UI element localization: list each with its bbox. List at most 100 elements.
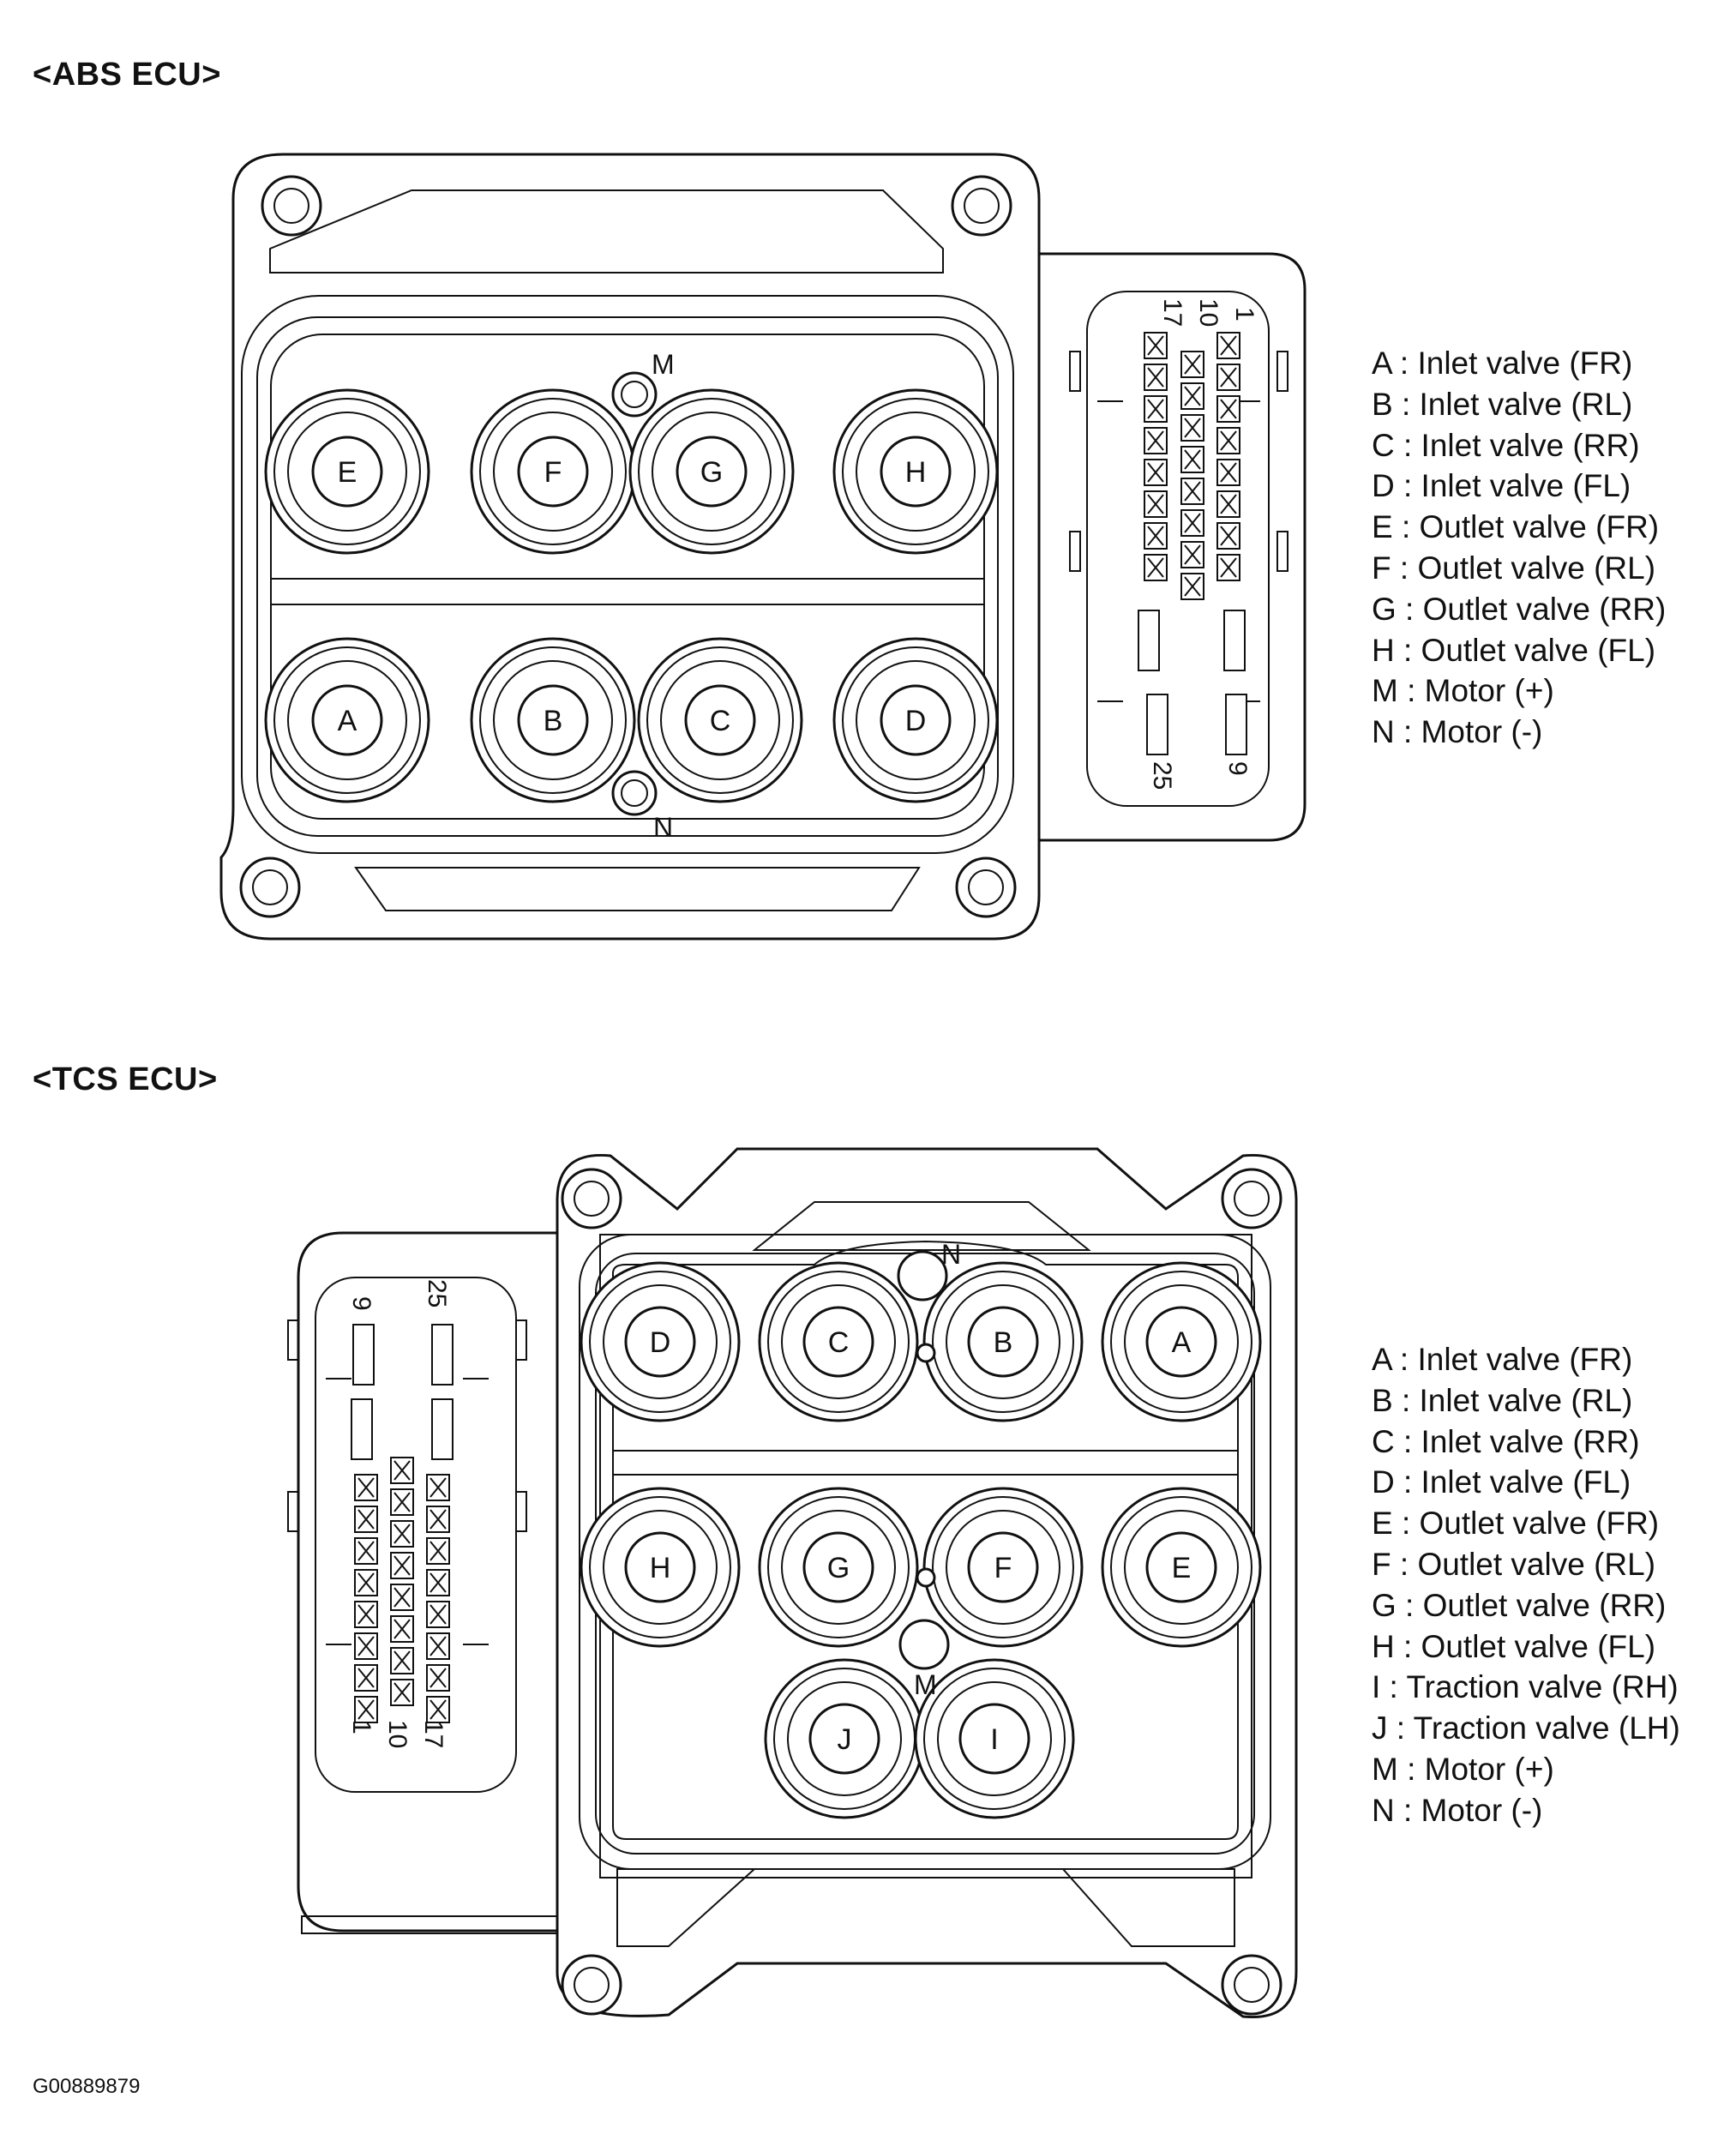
tcs-legend-item: A : Inlet valve (FR) — [1372, 1342, 1633, 1377]
tcs-valve-F-label: F — [994, 1552, 1012, 1584]
abs-legend-item: C : Inlet valve (RR) — [1372, 427, 1640, 463]
tcs-legend-item: J : Traction valve (LH) — [1372, 1710, 1680, 1746]
tcs-legend-item: B : Inlet valve (RL) — [1372, 1382, 1633, 1418]
abs-legend-item: E : Outlet valve (FR) — [1372, 509, 1660, 545]
abs-connector-pin — [1180, 382, 1204, 410]
tcs-pin-label: 10 — [383, 1720, 411, 1748]
abs-valve-B-label: B — [544, 705, 563, 737]
tcs-valve-A: A — [1101, 1261, 1262, 1422]
tcs-connector-pin — [354, 1506, 378, 1533]
tcs-valve-I: I — [914, 1658, 1075, 1819]
abs-connector-pin — [1216, 395, 1240, 423]
tcs-valve-E-label: E — [1172, 1552, 1192, 1584]
abs-connector-pin — [1216, 459, 1240, 486]
tcs-legend-item: D : Inlet valve (FL) — [1372, 1464, 1631, 1500]
tcs-motor-plus-label: M — [914, 1669, 937, 1700]
abs-valve-E: E — [264, 388, 430, 555]
abs-connector-pin — [1180, 573, 1204, 600]
tcs-valve-F: F — [922, 1487, 1084, 1648]
abs-valve-C-label: C — [710, 705, 731, 737]
tcs-connector-pin — [426, 1664, 450, 1692]
abs-legend-item: B : Inlet valve (RL) — [1372, 386, 1633, 422]
abs-valve-A-label: A — [338, 705, 357, 737]
abs-valve-H-label: H — [905, 456, 927, 489]
tcs-connector-pin — [354, 1696, 378, 1723]
tcs-valve-E: E — [1101, 1487, 1262, 1648]
tcs-valve-D-label: D — [650, 1326, 671, 1359]
tcs-connector-pin — [390, 1552, 414, 1579]
tcs-valve-C-label: C — [828, 1326, 850, 1359]
abs-pin-label: 17 — [1158, 298, 1186, 327]
abs-valve-D: D — [832, 637, 999, 803]
abs-valve-A: A — [264, 637, 430, 803]
tcs-connector-pin — [354, 1537, 378, 1565]
tcs-valve-B-label: B — [994, 1326, 1013, 1359]
abs-legend-item: A : Inlet valve (FR) — [1372, 346, 1633, 381]
abs-connector: 17 10 1 25 9 — [1010, 252, 1307, 842]
abs-connector-pin — [1216, 427, 1240, 454]
abs-legend: A : Inlet valve (FR) B : Inlet valve (RL… — [1372, 343, 1666, 753]
abs-motor-plus-label: M — [652, 349, 675, 380]
tcs-connector-pin — [390, 1488, 414, 1516]
abs-legend-item: N : Motor (-) — [1372, 714, 1543, 750]
abs-valve-E-label: E — [338, 456, 357, 489]
tcs-connector-pin — [354, 1474, 378, 1501]
abs-connector-pin — [1216, 554, 1240, 581]
tcs-valve-J-label: J — [838, 1723, 852, 1756]
abs-legend-item: F : Outlet valve (RL) — [1372, 550, 1656, 586]
abs-connector-pin — [1144, 395, 1168, 423]
tcs-legend-item: C : Inlet valve (RR) — [1372, 1423, 1640, 1459]
abs-valve-H: H — [832, 388, 999, 555]
tcs-connector-pin — [390, 1647, 414, 1674]
tcs-pin-label: 1 — [347, 1720, 375, 1734]
abs-legend-item: D : Inlet valve (FL) — [1372, 468, 1631, 504]
tcs-valve-A-label: A — [1172, 1326, 1192, 1359]
tcs-valve-H: H — [580, 1487, 741, 1648]
tcs-legend-item: H : Outlet valve (FL) — [1372, 1628, 1656, 1664]
abs-connector-pin — [1216, 490, 1240, 518]
abs-pin-label: 25 — [1148, 761, 1176, 790]
abs-connector-pin — [1216, 332, 1240, 359]
tcs-valve-G-label: G — [827, 1552, 850, 1584]
tcs-section-title: <TCS ECU> — [33, 1061, 218, 1097]
tcs-ecu-drawing: 9 25 1 10 17 D C B A H G F E J I — [287, 1147, 1298, 2019]
tcs-valve-C: C — [758, 1261, 919, 1422]
abs-connector-pin — [1180, 351, 1204, 378]
abs-connector-pin — [1144, 427, 1168, 454]
tcs-connector-pin — [426, 1569, 450, 1596]
tcs-connector-pin — [390, 1520, 414, 1548]
figure-id: G00889879 — [33, 2075, 141, 2098]
tcs-connector-pin — [354, 1569, 378, 1596]
abs-connector-pin — [1180, 509, 1204, 537]
tcs-connector-pin — [426, 1506, 450, 1533]
abs-connector-pin — [1180, 541, 1204, 568]
abs-valve-F-label: F — [544, 456, 562, 489]
abs-valve-B: B — [470, 637, 636, 803]
tcs-legend-item: M : Motor (+) — [1372, 1751, 1554, 1787]
abs-legend-item: M : Motor (+) — [1372, 673, 1554, 709]
tcs-connector-pin — [426, 1601, 450, 1628]
tcs-legend: A : Inlet valve (FR) B : Inlet valve (RL… — [1372, 1339, 1680, 1831]
tcs-connector-pin — [390, 1457, 414, 1484]
tcs-connector-pin — [390, 1615, 414, 1643]
tcs-connector-pin — [426, 1696, 450, 1723]
tcs-connector-pin — [390, 1584, 414, 1611]
abs-connector-pin — [1144, 490, 1168, 518]
tcs-legend-item: N : Motor (-) — [1372, 1792, 1543, 1828]
abs-connector-pin — [1144, 332, 1168, 359]
tcs-valve-B: B — [922, 1261, 1084, 1422]
tcs-pin-label: 25 — [423, 1279, 451, 1307]
abs-connector-pin — [1144, 522, 1168, 550]
tcs-valve-body: D C B A H G F E J I N M — [556, 1147, 1298, 2019]
tcs-connector-pin — [426, 1632, 450, 1660]
abs-motor-minus-label: N — [653, 812, 673, 843]
abs-valve-D-label: D — [905, 705, 927, 737]
tcs-motor-minus-label: N — [941, 1239, 961, 1270]
abs-pin-label: 1 — [1230, 307, 1258, 322]
tcs-connector: 9 25 1 10 17 — [287, 1231, 602, 1934]
tcs-connector-pin — [426, 1474, 450, 1501]
abs-valve-F: F — [470, 388, 636, 555]
abs-connector-pin — [1180, 446, 1204, 473]
